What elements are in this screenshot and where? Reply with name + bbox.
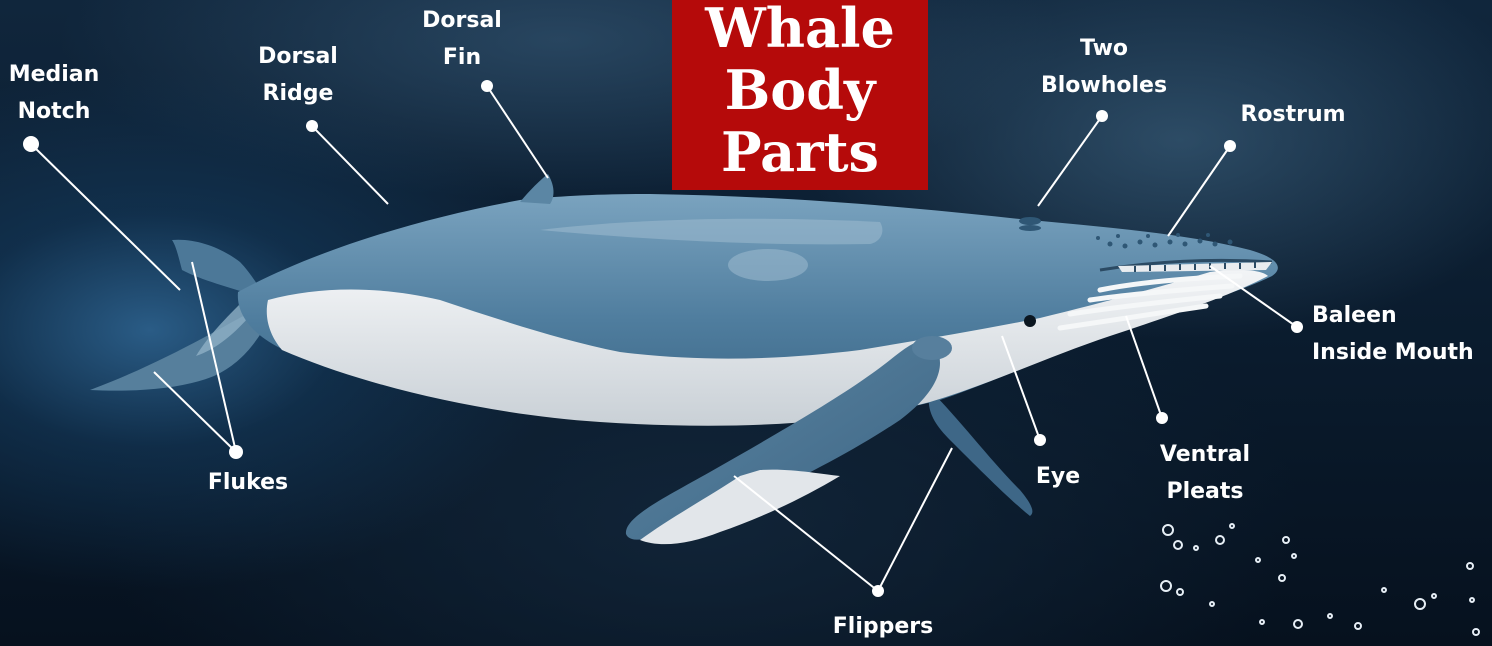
label-dorsal-fin: DorsalFin xyxy=(408,2,516,76)
bubble xyxy=(1328,614,1332,618)
label-baleen: BaleenInside Mouth xyxy=(1312,297,1484,371)
bubble xyxy=(1210,602,1214,606)
label-dorsal-ridge: DorsalRidge xyxy=(246,38,350,112)
pointer-dot xyxy=(1224,140,1236,152)
title-banner: Whale Body Parts xyxy=(672,0,928,190)
label-two-blowholes: TwoBlowholes xyxy=(1036,30,1172,104)
pointer-rostrum xyxy=(1168,146,1230,236)
bubble xyxy=(1177,589,1183,595)
flipper-knuckle xyxy=(912,336,952,360)
pointer-dorsal-fin xyxy=(487,86,548,178)
pointer-dot xyxy=(306,120,318,132)
pointer-dot xyxy=(1096,110,1108,122)
bubble xyxy=(1382,588,1386,592)
bubble xyxy=(1256,558,1260,562)
pointer-dot xyxy=(229,445,243,459)
title-line: Whale xyxy=(705,0,895,59)
bubble xyxy=(1279,575,1285,581)
pointer-dorsal-ridge xyxy=(312,126,388,204)
bubble xyxy=(1415,599,1425,609)
back-highlight xyxy=(728,249,808,281)
bubble xyxy=(1432,594,1436,598)
pointer-dot xyxy=(1156,412,1168,424)
dorsal-fin xyxy=(520,174,554,204)
bubble xyxy=(1355,623,1361,629)
blowhole xyxy=(1019,225,1041,231)
bubble xyxy=(1470,598,1474,602)
pointer-dot xyxy=(481,80,493,92)
pointer-dot xyxy=(872,585,884,597)
eye-shape xyxy=(1024,315,1036,327)
pointer-flippers-b xyxy=(878,448,952,591)
pointer-flukes-a xyxy=(154,372,236,452)
pointer-blowholes xyxy=(1038,116,1102,206)
label-median-notch: MedianNotch xyxy=(0,56,108,130)
title-line: Parts xyxy=(721,121,879,183)
pointer-dot xyxy=(1291,321,1303,333)
label-rostrum: Rostrum xyxy=(1236,96,1350,133)
bubble xyxy=(1161,581,1171,591)
bubble xyxy=(1467,563,1473,569)
label-flippers: Flippers xyxy=(826,608,940,645)
label-eye: Eye xyxy=(1028,458,1088,495)
bubble xyxy=(1292,554,1296,558)
bubble xyxy=(1174,541,1182,549)
bubbles-group xyxy=(1161,524,1479,635)
pointer-dot xyxy=(23,136,39,152)
bubble xyxy=(1194,546,1198,550)
far-flipper xyxy=(929,390,1033,516)
blowhole xyxy=(1019,217,1041,225)
bubble xyxy=(1163,525,1173,535)
bubble xyxy=(1473,629,1479,635)
title-line: Body xyxy=(725,59,876,121)
bubble xyxy=(1230,524,1234,528)
pointer-ventral-pleats xyxy=(1126,316,1162,418)
bubble xyxy=(1216,536,1224,544)
bubble xyxy=(1294,620,1302,628)
pointer-dot xyxy=(1034,434,1046,446)
label-ventral-pleats: VentralPleats xyxy=(1150,436,1260,510)
bubble xyxy=(1283,537,1289,543)
bubble xyxy=(1260,620,1264,624)
label-flukes: Flukes xyxy=(198,464,298,501)
pointer-median-notch xyxy=(31,144,180,290)
